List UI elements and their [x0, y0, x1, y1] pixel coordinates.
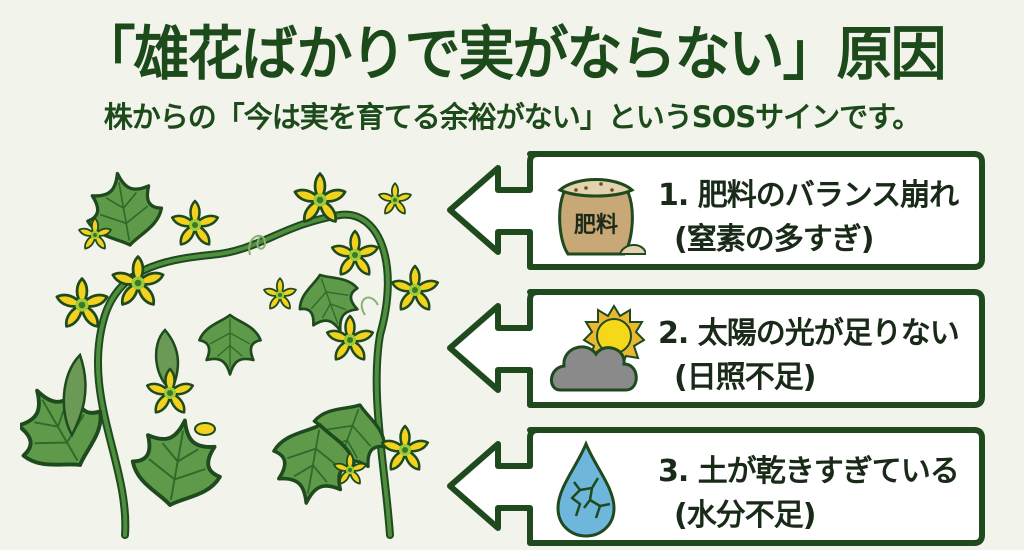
page-subtitle: 株からの「今は実を育てる余裕がない」というSOSサインです。 [103, 100, 922, 134]
svg-text:肥料: 肥料 [574, 213, 618, 238]
plant-vine-icon [20, 165, 441, 539]
cause-detail: (窒素の多すぎ) [674, 222, 874, 257]
page-title: 「雄花ばかりで実がならない」原因 [79, 20, 946, 89]
cause-detail: (水分不足) [674, 498, 816, 533]
cracked-water-drop-icon [556, 440, 616, 538]
fertilizer-bag-icon: 肥料 [557, 178, 646, 256]
cause-title: 1. 肥料のバランス崩れ [658, 178, 959, 213]
cause-card-2: 2. 太陽の光が足りない (日照不足) [446, 286, 986, 411]
cause-title: 2. 太陽の光が足りない [658, 316, 960, 351]
cause-card-3: 3. 土が乾きすぎている (水分不足) [446, 424, 986, 549]
cause-title: 3. 土が乾きすぎている [658, 454, 960, 489]
cloud-sun-icon [550, 304, 646, 392]
cause-detail: (日照不足) [674, 360, 816, 395]
cause-card-1: 肥料 1. 肥料のバランス崩れ (窒素の多すぎ) [446, 148, 986, 273]
